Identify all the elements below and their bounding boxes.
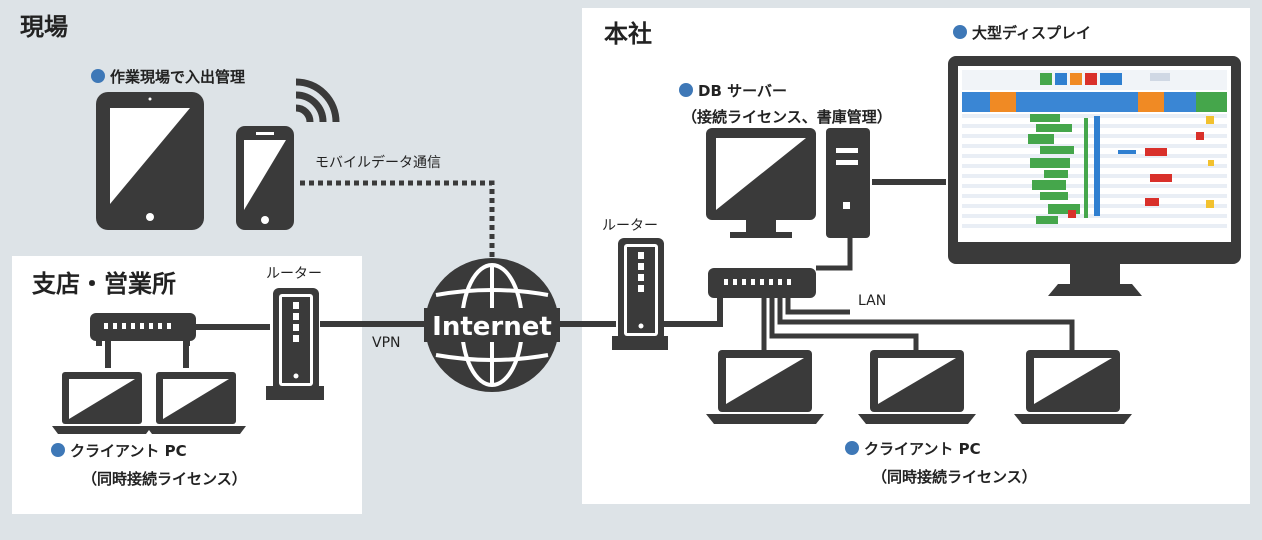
smartphone-icon: [236, 126, 294, 230]
branch-router-icon: [266, 288, 324, 400]
wireless-signal-icon: [295, 78, 340, 123]
branch-zone-title: 支店・営業所: [32, 270, 176, 298]
branch-client-sublabel: （同時接続ライセンス）: [82, 470, 247, 488]
hq-laptop-icon: [858, 350, 976, 424]
branch-lan-links: [105, 324, 270, 368]
hq-lan-links: [761, 238, 1075, 350]
db-server-sublabel: （接続ライセンス、書庫管理）: [682, 108, 892, 126]
hq-laptop-icon: [1014, 350, 1132, 424]
hq-client-label: クライアント PC: [864, 440, 981, 458]
bullet-icon: [679, 83, 693, 97]
lan-label: LAN: [858, 293, 886, 309]
branch-router-label: ルーター: [266, 266, 322, 282]
router-switch-link: [664, 298, 723, 327]
hq-laptop-icon: [706, 350, 824, 424]
server-monitor-icon: [706, 128, 816, 238]
internet-globe-icon: [424, 258, 560, 392]
bullet-icon: [845, 441, 859, 455]
server-tower-icon: [826, 128, 870, 238]
bullet-icon: [953, 25, 967, 39]
vpn-label: VPN: [372, 335, 401, 351]
branch-laptop-icon: [52, 372, 152, 434]
db-server-label: DB サーバー: [698, 82, 787, 100]
branch-client-label: クライアント PC: [70, 442, 187, 460]
hq-router-label: ルーター: [602, 218, 658, 234]
tablet-icon: [96, 92, 204, 230]
bullet-icon: [51, 443, 65, 457]
field-access-label: 作業現場で入出管理: [110, 68, 245, 86]
large-display-icon: [948, 56, 1241, 296]
hq-router-icon: [612, 238, 668, 350]
branch-laptop-icon: [146, 372, 246, 434]
hq-client-sublabel: （同時接続ライセンス）: [872, 468, 1037, 486]
bullet-icon: [91, 69, 105, 83]
large-display-label: 大型ディスプレイ: [972, 24, 1091, 42]
mobile-data-link: [300, 180, 495, 258]
hq-zone-title: 本社: [604, 20, 652, 48]
mobile-comm-label: モバイルデータ通信: [315, 154, 441, 171]
hq-switch-icon: [708, 268, 816, 298]
internet-label: Internet: [432, 312, 552, 342]
field-zone-title: 現場: [20, 13, 68, 41]
